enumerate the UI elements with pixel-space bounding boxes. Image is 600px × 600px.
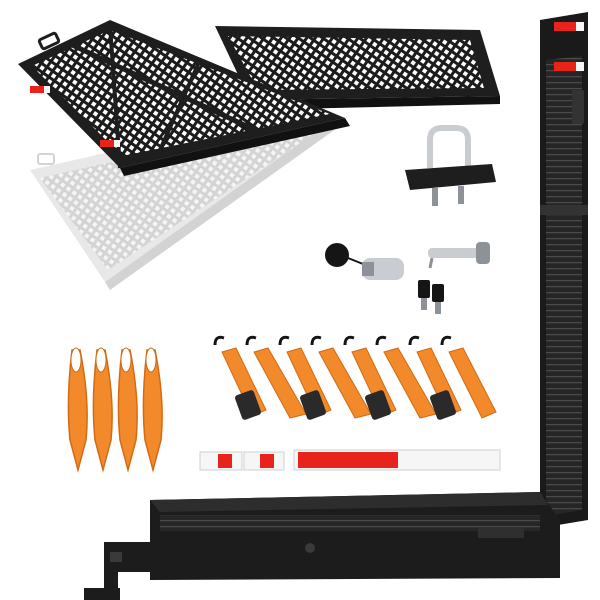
ramp-reflector-right bbox=[100, 140, 114, 147]
ratchet-strap bbox=[408, 335, 462, 420]
reflector-strips bbox=[199, 449, 501, 471]
reflector-strip-short-2 bbox=[243, 451, 285, 471]
reflector-strip-short-1 bbox=[199, 451, 243, 471]
loading-ramp bbox=[18, 20, 500, 176]
loop-strap bbox=[67, 347, 88, 473]
loop-strap bbox=[142, 347, 163, 473]
ratchet-strap bbox=[343, 335, 397, 420]
ratchet-strap bbox=[440, 335, 497, 419]
locking-hitch-pin bbox=[325, 242, 490, 280]
loop-straps bbox=[67, 347, 163, 473]
ratchet-strap bbox=[213, 335, 267, 420]
ratchet-strap bbox=[278, 335, 332, 420]
loop-strap bbox=[92, 347, 113, 473]
ramp-reflector-left bbox=[30, 86, 44, 93]
upright-reflector-mid bbox=[554, 62, 576, 71]
folded-carrier-upright bbox=[540, 12, 588, 528]
upright-reflector-top bbox=[554, 22, 576, 31]
lock-cap bbox=[325, 243, 349, 267]
reflector-strip-long bbox=[293, 449, 501, 471]
keys bbox=[418, 280, 444, 314]
ratchet-straps bbox=[213, 335, 497, 420]
ghost-ramp bbox=[30, 118, 340, 290]
carrier-base bbox=[84, 492, 560, 600]
hitch-tightener bbox=[405, 125, 496, 206]
loop-strap bbox=[117, 347, 138, 473]
